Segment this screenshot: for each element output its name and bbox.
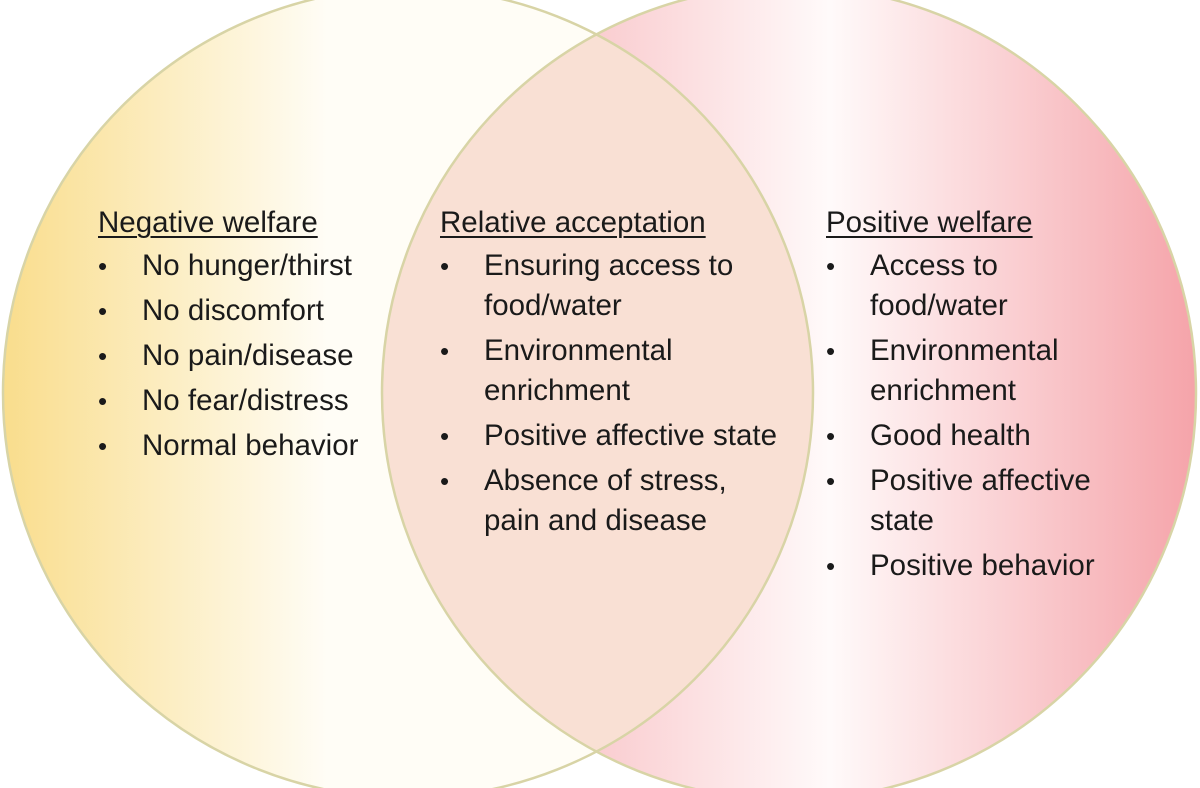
list-item-text: Ensuring access to food/water — [484, 249, 734, 322]
bullet-icon: • — [826, 336, 836, 366]
relative-acceptation-section: Relative acceptation • Ensuring access to… — [440, 203, 780, 546]
overlap-region — [382, 0, 813, 788]
negative-welfare-section: Negative welfare • No hunger/thirst • No d… — [98, 203, 388, 471]
list-item: • No hunger/thirst — [98, 246, 388, 286]
bullet-icon: • — [826, 251, 836, 281]
list-item-text: No fear/distress — [142, 384, 349, 417]
list-item-text: Absence of stress, pain and disease — [484, 464, 727, 537]
list-item: • No discomfort — [98, 291, 388, 331]
list-item: • Positive affective state — [440, 416, 780, 456]
negative-welfare-title: Negative welfare — [98, 206, 318, 239]
list-item-text: No pain/disease — [142, 339, 354, 372]
positive-welfare-title: Positive welfare — [826, 206, 1033, 239]
list-item: • Ensuring access to food/water — [440, 246, 780, 326]
list-item: • No fear/distress — [98, 381, 388, 421]
negative-welfare-outline — [1, 0, 815, 788]
bullet-icon: • — [98, 296, 108, 326]
bullet-icon: • — [98, 251, 108, 281]
list-item: • Good health — [826, 416, 1096, 456]
list-item-text: Environmental enrichment — [484, 334, 673, 407]
list-item: • Normal behavior — [98, 426, 388, 466]
list-item: • Environmental enrichment — [826, 331, 1096, 411]
bullet-icon: • — [98, 341, 108, 371]
positive-welfare-outline — [380, 0, 1198, 788]
list-item: • Positive affective state — [826, 461, 1096, 541]
bullet-icon: • — [440, 251, 450, 281]
list-item: • Environmental enrichment — [440, 331, 780, 411]
bullet-icon: • — [98, 386, 108, 416]
relative-acceptation-title: Relative acceptation — [440, 206, 706, 239]
list-item-text: No discomfort — [142, 294, 324, 327]
list-item-text: Normal behavior — [142, 429, 359, 462]
list-item-text: Environmental enrichment — [870, 334, 1059, 407]
list-item-text: No hunger/thirst — [142, 249, 352, 282]
list-item-text: Good health — [870, 419, 1031, 452]
list-item: • Access to food/water — [826, 246, 1096, 326]
list-item: • Positive behavior — [826, 546, 1096, 586]
bullet-icon: • — [826, 551, 836, 581]
bullet-icon: • — [826, 466, 836, 496]
list-item-text: Positive affective state — [870, 464, 1091, 537]
negative-welfare-list: • No hunger/thirst • No discomfort • No pai… — [98, 246, 388, 466]
bullet-icon: • — [826, 421, 836, 451]
bullet-icon: • — [98, 431, 108, 461]
bullet-icon: • — [440, 336, 450, 366]
positive-welfare-list: • Access to food/water • Environmental enr… — [826, 246, 1096, 586]
bullet-icon: • — [440, 421, 450, 451]
relative-acceptation-list: • Ensuring access to food/water • Environm… — [440, 246, 780, 541]
list-item-text: Positive behavior — [870, 549, 1095, 582]
list-item-text: Access to food/water — [870, 249, 1008, 322]
positive-welfare-section: Positive welfare • Access to food/water •… — [826, 203, 1096, 591]
list-item: • Absence of stress, pain and disease — [440, 461, 780, 541]
list-item-text: Positive affective state — [484, 419, 777, 452]
bullet-icon: • — [440, 466, 450, 496]
list-item: • No pain/disease — [98, 336, 388, 376]
